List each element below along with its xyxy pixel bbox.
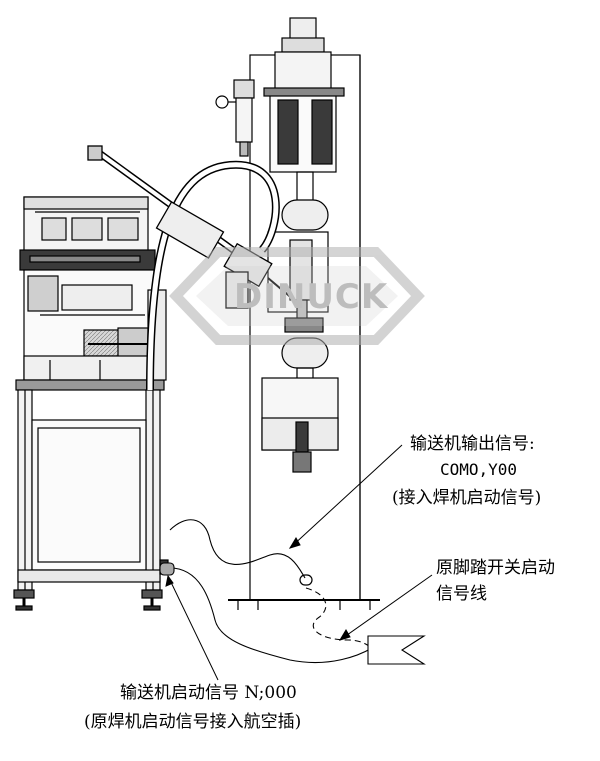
annotation-foot-switch-sub: 信号线 (436, 584, 487, 604)
annotation-output-signal-note: (接入焊机启动信号) (392, 488, 542, 508)
annotation-output-signal-title: 输送机输出信号: (410, 434, 535, 454)
watermark-text: DINUCK (234, 277, 389, 317)
watermark-logo (169, 247, 425, 345)
signal-wiring (159, 519, 426, 665)
conveyor-machine (13, 196, 169, 611)
welder-machine (215, 17, 380, 610)
annotation-foot-switch-title: 原脚踏开关启动 (436, 558, 555, 578)
annotation-output-signal-code: COMO,Y00 (440, 460, 518, 479)
annotation-start-signal-note: (原焊机启动信号接入航空插) (84, 712, 302, 732)
leader-lines (165, 444, 433, 681)
annotation-start-signal-title: 输送机启动信号 N;000 (120, 683, 297, 703)
